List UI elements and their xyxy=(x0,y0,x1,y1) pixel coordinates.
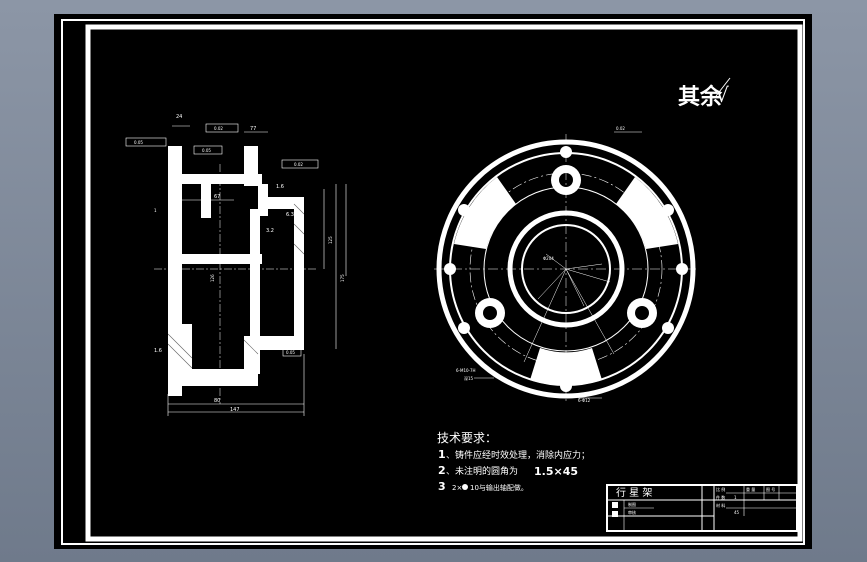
dim-125: 125 xyxy=(328,236,333,244)
part-name: 行 星 架 xyxy=(616,486,652,499)
section-view xyxy=(168,146,304,396)
dim-80: 80 xyxy=(214,398,220,404)
chamfer-mark: 1 xyxy=(154,208,157,213)
tb-drawing-no-label: 图 号 xyxy=(766,486,775,492)
top-callout: 0.02 xyxy=(616,126,625,131)
tol-frame-3: 0.05 xyxy=(202,148,211,153)
roughness-1: 1.6 xyxy=(276,184,284,190)
surface-finish-symbol: √ xyxy=(716,83,729,107)
roughness-4: 1.6 xyxy=(154,348,162,354)
dim-77: 77 xyxy=(250,126,256,132)
dim-126: 126 xyxy=(210,274,215,282)
dim-147: 147 xyxy=(230,407,240,413)
tol-frame-4: 0.02 xyxy=(294,162,303,167)
chamfer-value: 1.5×45 xyxy=(534,465,578,478)
tb-count-label: 件 数 xyxy=(716,494,725,500)
cad-viewport[interactable]: 其余 √ xyxy=(54,14,812,549)
dim-67: 67 xyxy=(214,194,220,200)
surface-finish-note: 其余 xyxy=(678,84,723,110)
tb-checked-label: 审核 xyxy=(628,509,636,515)
tb-material-label: 材 料 xyxy=(716,502,725,508)
engineering-drawing: 其余 √ xyxy=(61,19,805,545)
outer-frame xyxy=(61,19,805,545)
hole-callout: 6-Φ12 xyxy=(578,398,591,403)
tol-frame-2: 0.02 xyxy=(214,126,223,131)
tb-drawn-label: 制图 xyxy=(628,501,636,507)
tb-weight-label: 重 量 xyxy=(746,486,755,492)
roughness-2: 3.2 xyxy=(266,228,274,234)
tech-title: 技术要求： xyxy=(437,431,497,445)
tb-material-value: 45 xyxy=(734,510,740,515)
dim-24: 24 xyxy=(176,114,182,120)
tb-scale-value: 1 xyxy=(734,495,737,500)
thread-depth: 深15 xyxy=(464,375,474,381)
plan-view xyxy=(434,131,698,404)
inner-frame xyxy=(85,24,803,542)
tech-item-1-text: 、铸件应经时效处理，消除内应力； xyxy=(446,449,590,461)
tol-frame-1: 0.05 xyxy=(134,140,143,145)
tech-item-3-text: 2× xyxy=(452,484,462,492)
tech-item-2-num: 2 xyxy=(438,464,446,477)
title-block xyxy=(606,484,798,532)
tb-scale-label: 比 例 xyxy=(716,486,725,492)
bolt-callout: 6-M10-7H xyxy=(456,368,476,373)
tol-frame-5: 0.05 xyxy=(286,350,295,355)
roughness-3: 6.3 xyxy=(286,212,294,218)
tech-item-2-text: 、未注明的圆角为 xyxy=(446,465,518,477)
pcd-label: Φ204 xyxy=(543,256,554,261)
tech-item-1-num: 1 xyxy=(438,448,446,461)
tech-item-3-num: 3 xyxy=(438,480,446,493)
dim-175: 175 xyxy=(340,274,345,282)
tech-item-3-rest: 10与输出轴配做。 xyxy=(470,483,528,492)
